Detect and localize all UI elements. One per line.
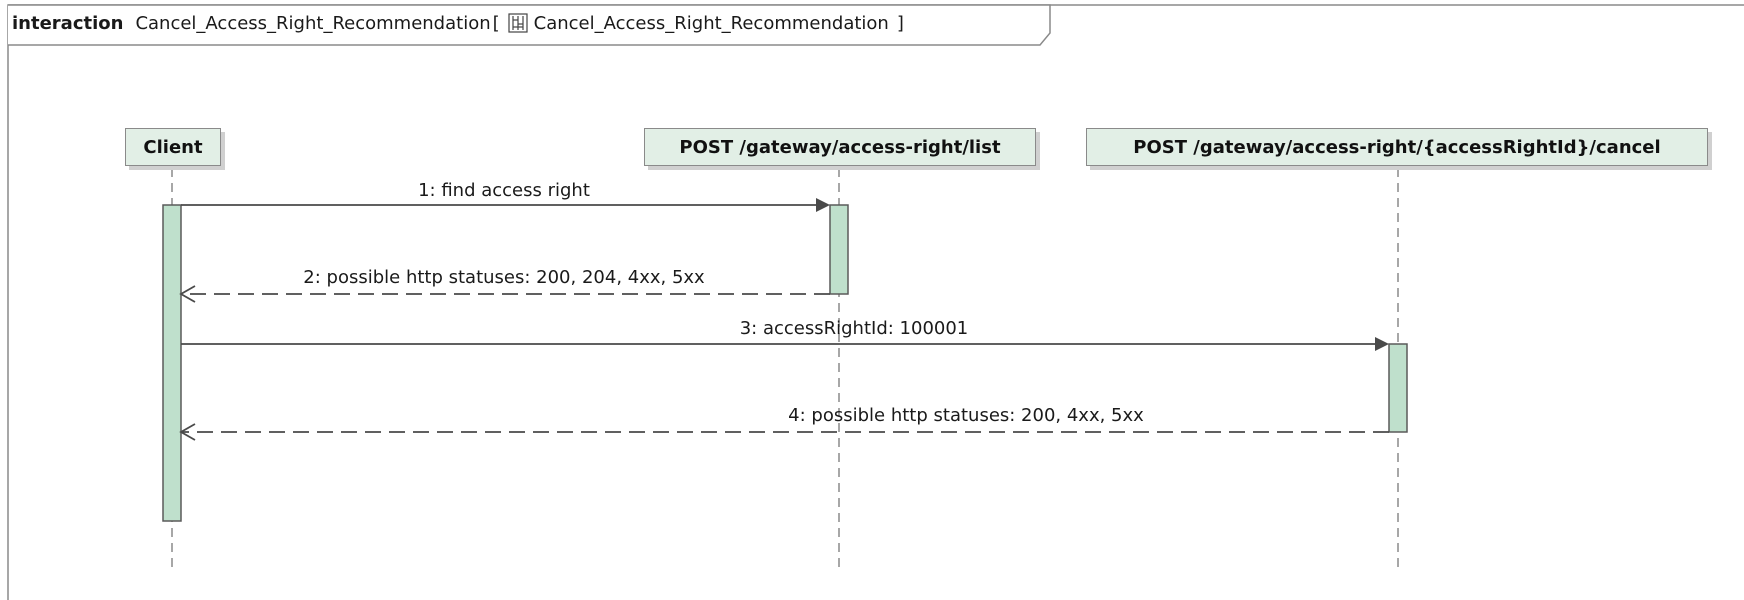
frame-keyword: interaction [12,12,124,34]
activation-bar-list-1 [829,204,849,295]
participant-access-right-list[interactable]: POST /gateway/access-right/list [644,128,1036,166]
participant-client[interactable]: Client [125,128,221,166]
participant-label: POST /gateway/access-right/list [679,136,1001,158]
participant-label: POST /gateway/access-right/{accessRightI… [1133,136,1661,158]
activations-group [162,204,1408,522]
message-label-4: 4: possible http statuses: 200, 4xx, 5xx [788,405,1144,426]
message-label-3: 3: accessRightId: 100001 [739,318,969,339]
activation-bar-client-0 [162,204,182,522]
message-label-1: 1: find access right [418,180,590,201]
lifelines-group [171,168,1399,570]
participant-label: Client [143,136,203,158]
frame-open-bracket: [ [492,12,500,34]
frame-ref-name[interactable]: Cancel_Access_Right_Recommendation [533,12,889,34]
frame-label-box [8,4,1051,46]
activation-bar-cancel-2 [1388,343,1408,433]
messages-group [179,198,1389,441]
message-arrowhead-4 [179,423,196,441]
interaction-frame [7,4,1744,600]
message-arrowhead-1 [816,198,830,212]
frame-name: Cancel_Access_Right_Recommendation [135,12,491,34]
message-arrowhead-2 [179,285,196,303]
frame-label: interaction Cancel_Access_Right_Recommen… [12,11,904,35]
interaction-diagram-icon[interactable] [508,13,528,33]
participant-access-right-cancel[interactable]: POST /gateway/access-right/{accessRightI… [1086,128,1708,166]
frame-close-bracket: ] [896,12,904,34]
message-label-2: 2: possible http statuses: 200, 204, 4xx… [303,267,705,288]
message-arrowhead-3 [1375,337,1389,351]
